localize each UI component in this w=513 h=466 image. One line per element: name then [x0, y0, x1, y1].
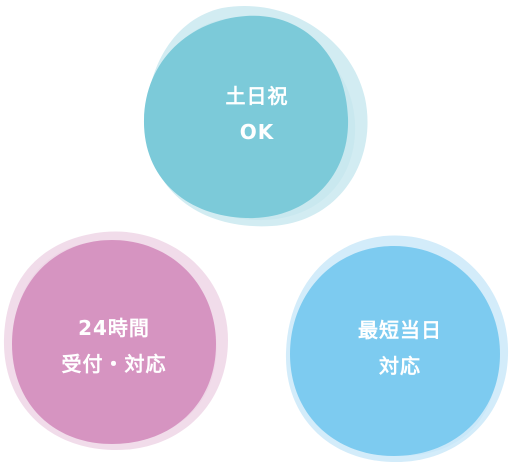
badge-line: 土日祝 — [225, 84, 289, 108]
badge-blob-24h — [3, 231, 228, 451]
badge-label-sameday: 最短当日 対応 — [300, 312, 500, 384]
badge-line: 24時間 — [78, 316, 150, 340]
badge-line: 受付・対応 — [61, 352, 167, 376]
badge-line: 対応 — [379, 354, 421, 378]
badge-blob-weekends — [143, 6, 368, 227]
badge-core-weekends — [143, 15, 349, 219]
badge-blob-sameday — [285, 235, 509, 463]
badge-core-sameday — [290, 246, 500, 456]
badge-label-24h: 24時間 受付・対応 — [14, 310, 214, 382]
badge-line: OK — [239, 120, 275, 144]
badge-label-weekends: 土日祝 OK — [157, 78, 357, 150]
badge-line: 最短当日 — [358, 318, 442, 342]
badge-core-24h — [12, 240, 216, 444]
